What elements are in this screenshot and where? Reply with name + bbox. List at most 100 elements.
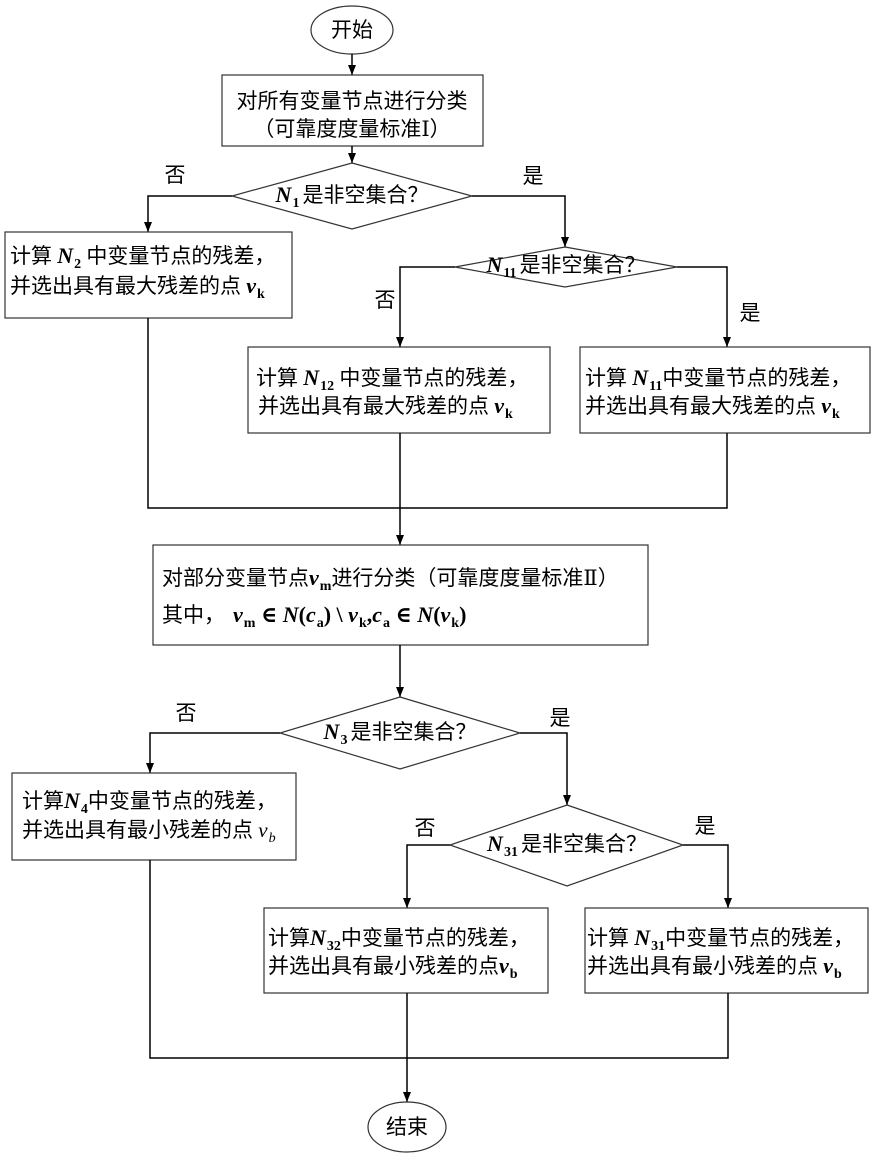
compute-n12-set-subscript: 12 [320, 379, 334, 394]
compute-n2-node-symbol: v [246, 273, 256, 298]
compute-n32-line1-prefix: 计算 [268, 926, 310, 950]
classify-partial-line1: 对部分变量节点vm进行分类（可靠度度量标准Ⅱ） [162, 565, 619, 595]
formula-token: c [306, 602, 316, 627]
classify-partial-line2: 其中，vm ∈ N(ca) \ vk,ca ∈ N(vk) [162, 602, 466, 632]
compute-n11-set-subscript: 11 [649, 379, 662, 394]
formula-token: v [348, 602, 358, 627]
compute-n12-node-subscript: k [505, 407, 513, 422]
decision-n31-set-subscript: 31 [504, 845, 518, 860]
decision-n31-set-symbol: N [487, 831, 503, 856]
formula-operator: ∈ [255, 602, 282, 627]
classify-partial-node-symbol: v [309, 565, 319, 590]
formula-subscript: k [451, 616, 459, 631]
formula-subscript: a [317, 616, 324, 631]
decision-n11-label: N11是非空集合？ [486, 252, 645, 282]
compute-n31-node-subscript: b [834, 967, 842, 982]
formula-operator: ∈ [390, 602, 417, 627]
compute-n12-line1-suffix: 中变量节点的残差， [334, 366, 528, 390]
compute-n11-node-subscript: k [832, 407, 840, 422]
connector-decision-n3-no [150, 733, 280, 773]
decision-n1-question: 是非空集合？ [302, 183, 428, 207]
decision-n11-set-subscript: 11 [503, 266, 516, 281]
decision-n3-label: N3是非空集合？ [324, 719, 477, 749]
compute-n11-node-symbol: v [821, 393, 831, 418]
compute-n2-line2: 并选出具有最大残差的点 vk [10, 273, 265, 303]
decision-n1-set-symbol: N [276, 182, 292, 207]
formula-paren: ( [299, 602, 306, 627]
compute-n4-line2-prefix: 并选出具有最小残差的点 [22, 818, 258, 842]
compute-n2-line1-suffix: 中变量节点的残差， [81, 244, 275, 268]
compute-n32-set-subscript: 32 [327, 939, 341, 954]
compute-n11-line1: 计算 N11中变量节点的残差， [585, 365, 851, 395]
decision-n31-no-label: 否 [415, 815, 436, 841]
decision-n1-set-subscript: 1 [292, 196, 299, 211]
decision-n3-yes-label: 是 [550, 705, 571, 731]
decision-n1-label: N1是非空集合？ [276, 182, 429, 212]
compute-n31-line1-suffix: 中变量节点的残差， [665, 926, 854, 950]
compute-n32-node-subscript: b [510, 967, 518, 982]
compute-n31-line1: 计算 N31中变量节点的残差， [587, 925, 854, 955]
compute-n4-node-subscript: b [269, 831, 276, 846]
compute-n31-line2: 并选出具有最小残差的点 vb [587, 953, 842, 983]
compute-n2-node-subscript: k [257, 287, 265, 302]
formula-token: c [372, 602, 382, 627]
compute-n31-line1-prefix: 计算 [587, 926, 634, 950]
decision-n31-yes-label: 是 [695, 813, 716, 839]
decision-n11-yes-label: 是 [740, 300, 761, 326]
formula-token: v [233, 602, 243, 627]
formula-subscript: k [359, 616, 367, 631]
compute-n11-line1-suffix: 中变量节点的残差， [662, 366, 851, 390]
compute-n11-line2-prefix: 并选出具有最大残差的点 [585, 394, 821, 418]
formula-subscript: m [244, 616, 256, 631]
connector-decision-n1-yes [472, 196, 565, 247]
compute-n11-line1-prefix: 计算 [585, 366, 632, 390]
compute-n31-set-subscript: 31 [651, 939, 665, 954]
compute-n4-set-symbol: N [64, 788, 80, 813]
formula-operator: \ [331, 602, 348, 627]
connector-decision-n11-yes [677, 267, 727, 347]
compute-n12-set-symbol: N [303, 365, 319, 390]
compute-n4-line1-prefix: 计算 [22, 789, 64, 813]
compute-n4-line1: 计算N4中变量节点的残差， [22, 788, 277, 818]
decision-n11-no-label: 否 [375, 287, 396, 313]
formula-subscript: a [383, 616, 390, 631]
compute-n11-set-symbol: N [632, 365, 648, 390]
compute-n12-line1-prefix: 计算 [256, 366, 303, 390]
decision-n11-set-symbol: N [486, 252, 502, 277]
decision-n3-question: 是非空集合？ [350, 720, 476, 744]
decision-n31-question: 是非空集合？ [521, 832, 647, 856]
decision-n3-set-symbol: N [324, 719, 340, 744]
connector-decision-n31-no [407, 845, 450, 908]
compute-n2-line2-prefix: 并选出具有最大残差的点 [10, 274, 246, 298]
formula-token: v [441, 602, 451, 627]
compute-n31-node-symbol: v [823, 953, 833, 978]
formula-paren: ) [459, 602, 466, 627]
compute-n32-line2: 并选出具有最小残差的点vb [268, 953, 518, 983]
compute-n31-line2-prefix: 并选出具有最小残差的点 [587, 954, 823, 978]
compute-n2-set-subscript: 2 [74, 257, 81, 272]
compute-n4-line1-suffix: 中变量节点的残差， [88, 789, 277, 813]
decision-n1-no-label: 否 [165, 162, 186, 188]
compute-n4-node-symbol: v [258, 818, 267, 842]
classify-partial-line2-prefix: 其中， [162, 603, 225, 627]
compute-n4-set-subscript: 4 [81, 802, 88, 817]
classify-partial-line1-suffix: 进行分类（可靠度度量标准Ⅱ） [331, 566, 618, 590]
compute-n12-node-symbol: v [494, 393, 504, 418]
compute-n11-line2: 并选出具有最大残差的点 vk [585, 393, 840, 423]
compute-n31-set-symbol: N [634, 925, 650, 950]
compute-n32-set-symbol: N [310, 925, 326, 950]
end-label: 结束 [386, 1114, 428, 1140]
compute-n12-line1: 计算 N12 中变量节点的残差， [256, 365, 528, 395]
compute-n32-line1: 计算N32中变量节点的残差， [268, 925, 530, 955]
compute-n2-line1-prefix: 计算 [10, 244, 57, 268]
connector-decision-n31-yes [683, 845, 728, 908]
formula-token: N [283, 602, 299, 627]
compute-n32-line2-prefix: 并选出具有最小残差的点 [268, 954, 499, 978]
decision-n3-set-subscript: 3 [340, 733, 347, 748]
decision-n1-yes-label: 是 [523, 163, 544, 189]
compute-n12-line2-prefix: 并选出具有最大残差的点 [258, 394, 494, 418]
decision-n31-label: N31是非空集合？ [487, 831, 647, 861]
formula-paren: ( [433, 602, 440, 627]
connector-decision-n11-no [400, 267, 455, 347]
